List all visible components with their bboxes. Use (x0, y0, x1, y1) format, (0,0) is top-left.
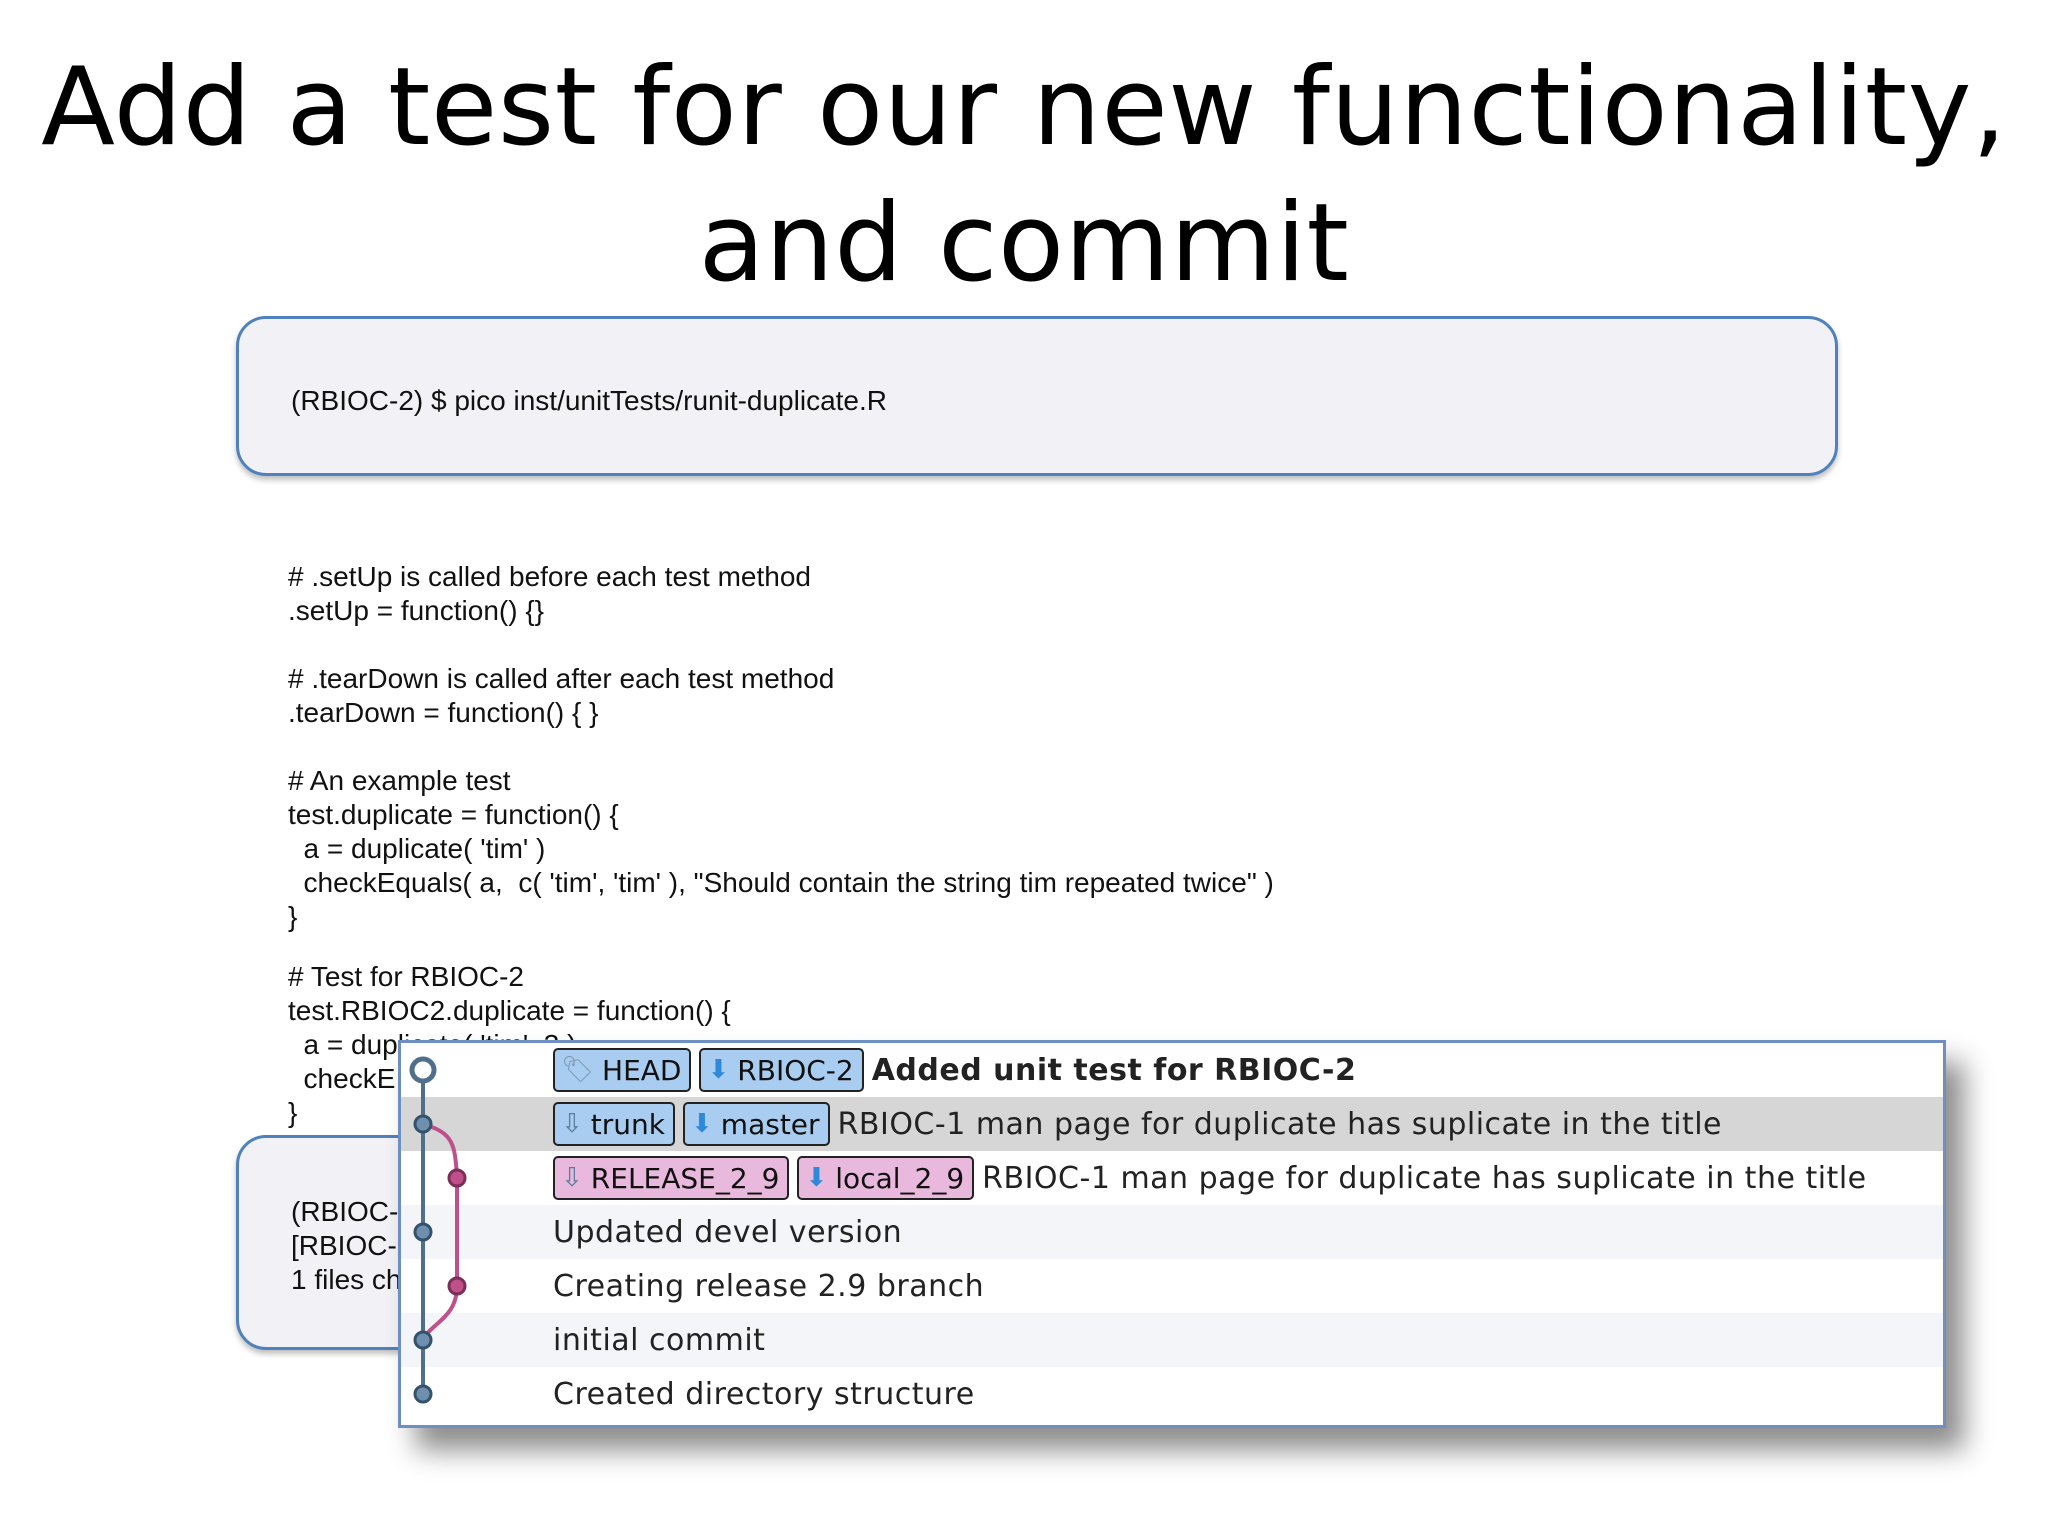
code-line: checkE (288, 1063, 396, 1094)
commit-row[interactable]: Updated devel version (401, 1205, 1943, 1259)
commit-message: RBIOC-1 man page for duplicate has supli… (837, 1106, 1722, 1142)
local-branch-icon: ⬇ (707, 1055, 730, 1085)
commit-row[interactable]: Creating release 2.9 branch (401, 1259, 1943, 1313)
remote-branch-icon: ⇩ (561, 1163, 583, 1193)
release-branch-line (421, 1122, 459, 1342)
code-block: # .setUp is called before each test meth… (288, 526, 1274, 1164)
commit-node (413, 1384, 433, 1404)
commit-node (413, 1114, 433, 1134)
code-line: # Test for RBIOC-2 (288, 961, 525, 992)
bottom-command-line-2: [RBIOC- (291, 1230, 397, 1261)
ref-tag-release-2-9[interactable]: ⇩ RELEASE_2_9 (553, 1156, 790, 1200)
commit-node (409, 1056, 437, 1084)
commit-message: Added unit test for RBIOC-2 (871, 1052, 1357, 1088)
commit-message: RBIOC-1 man page for duplicate has supli… (982, 1160, 1867, 1196)
local-branch-icon: ⬇ (691, 1109, 713, 1139)
code-line: .tearDown = function() { } (288, 697, 599, 728)
tag-icon: 🏷 (561, 1055, 595, 1085)
ref-label: HEAD (602, 1053, 682, 1087)
commit-row[interactable]: ⇩ RELEASE_2_9 ⬇ local_2_9 RBIOC-1 man pa… (401, 1151, 1943, 1205)
commit-node (413, 1330, 433, 1350)
commit-node (413, 1222, 433, 1242)
ref-tag-rbioc-2[interactable]: ⬇ RBIOC-2 (699, 1048, 864, 1092)
git-log-panel: 🏷 HEAD ⬇ RBIOC-2 Added unit test for RBI… (398, 1040, 1946, 1428)
code-line: test.RBIOC2.duplicate = function() { (288, 995, 731, 1026)
commit-node (447, 1168, 467, 1188)
ref-tag-master[interactable]: ⬇ master (683, 1102, 830, 1146)
code-line: test.duplicate = function() { (288, 799, 619, 830)
code-line: # An example test (288, 765, 511, 796)
bottom-command-line-1: (RBIOC- (291, 1196, 399, 1227)
ref-tag-local-2-9[interactable]: ⬇ local_2_9 (797, 1156, 975, 1200)
code-line: } (288, 1097, 298, 1128)
commit-message: Created directory structure (553, 1376, 975, 1412)
ref-label: trunk (590, 1107, 665, 1141)
ref-label: RBIOC-2 (737, 1053, 854, 1087)
commit-node (447, 1276, 467, 1296)
code-line: # .setUp is called before each test meth… (288, 561, 811, 592)
ref-label: RELEASE_2_9 (590, 1161, 780, 1195)
ref-label: master (720, 1107, 820, 1141)
top-command-text: (RBIOC-2) $ pico inst/unitTests/runit-du… (291, 385, 887, 416)
title-line-1: Add a test for our new functionality, (41, 45, 2007, 170)
commit-row[interactable]: Created directory structure (401, 1367, 1943, 1421)
slide-title: Add a test for our new functionality, an… (0, 40, 2048, 312)
commit-message: initial commit (553, 1322, 766, 1358)
commit-message: Updated devel version (553, 1214, 903, 1250)
local-branch-icon: ⬇ (805, 1163, 828, 1193)
code-line: # .tearDown is called after each test me… (288, 663, 835, 694)
commit-graph (409, 1056, 467, 1404)
remote-branch-icon: ⇩ (561, 1109, 583, 1139)
commit-message: Creating release 2.9 branch (553, 1268, 985, 1304)
commit-row[interactable]: initial commit (401, 1313, 1943, 1367)
commit-row-selected[interactable]: ⇩ trunk ⬇ master RBIOC-1 man page for du… (401, 1097, 1943, 1151)
ref-label: local_2_9 (835, 1161, 965, 1195)
commit-row[interactable]: 🏷 HEAD ⬇ RBIOC-2 Added unit test for RBI… (401, 1043, 1943, 1097)
code-line: .setUp = function() {} (288, 595, 545, 626)
top-command-box: (RBIOC-2) $ pico inst/unitTests/runit-du… (236, 316, 1838, 476)
ref-tag-trunk[interactable]: ⇩ trunk (553, 1102, 675, 1146)
ref-tag-head[interactable]: 🏷 HEAD (553, 1048, 692, 1092)
code-line: a = duplicate( 'tim' ) (288, 833, 546, 864)
code-line: checkEquals( a, c( 'tim', 'tim' ), "Shou… (288, 867, 1274, 898)
bottom-command-line-3: 1 files ch (291, 1264, 402, 1295)
title-line-2: and commit (698, 181, 1350, 306)
code-line: } (288, 901, 298, 932)
